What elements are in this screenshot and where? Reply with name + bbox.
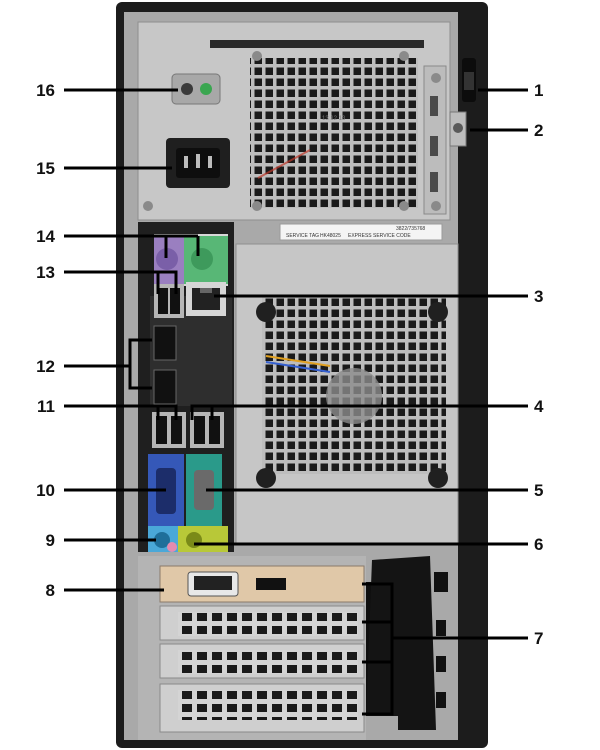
screw-icon	[399, 51, 409, 61]
expansion-slot-cover	[178, 650, 358, 674]
displayport-connector[interactable]	[256, 578, 286, 590]
callout-7: 7	[534, 629, 543, 648]
displayport-connector[interactable]	[153, 369, 177, 405]
callout-10: 10	[36, 481, 55, 500]
screw-icon	[252, 51, 262, 61]
side-rail	[423, 65, 447, 215]
service-code-value: 3822/735768	[396, 226, 425, 232]
express-service-code-caption: EXPRESS SERVICE CODE	[348, 233, 411, 239]
screw-icon	[399, 201, 409, 211]
callout-16: 16	[36, 81, 55, 100]
callout-14: 14	[36, 227, 55, 246]
expansion-slot-cover	[178, 612, 358, 636]
usb-port[interactable]	[158, 288, 168, 314]
callout-6: 6	[534, 535, 543, 554]
callout-12: 12	[36, 357, 55, 376]
usb-port[interactable]	[156, 416, 167, 444]
usb-port[interactable]	[194, 416, 205, 444]
padlock-ring[interactable]	[462, 58, 476, 102]
serial-port[interactable]	[194, 470, 214, 510]
service-tag-value: HK48025	[320, 233, 341, 239]
microphone-connector[interactable]	[167, 542, 177, 552]
service-tag-caption: SERVICE TAG	[286, 233, 319, 239]
callout-15: 15	[36, 159, 55, 178]
callout-11: 11	[37, 397, 55, 416]
screw-icon	[252, 201, 262, 211]
callout-8: 8	[46, 581, 55, 600]
diagnostic-button[interactable]	[181, 83, 193, 95]
usb-port[interactable]	[171, 416, 182, 444]
callout-13: 13	[36, 263, 55, 282]
psu-fan-grille	[250, 58, 418, 208]
dvi-port[interactable]	[194, 576, 232, 590]
ps2-keyboard-port[interactable]	[156, 248, 178, 270]
power-supply: 13 12 13	[137, 21, 451, 221]
callout-5: 5	[534, 481, 543, 500]
svg-text:13 12 13: 13 12 13	[322, 116, 346, 122]
callout-1: 1	[534, 81, 543, 100]
service-tag-label: 3822/735768 SERVICE TAG HK48025 EXPRESS …	[279, 223, 443, 241]
expansion-slot-cover	[178, 690, 358, 720]
power-connector[interactable]	[166, 138, 230, 188]
callout-leader-lines	[64, 88, 528, 716]
callout-4: 4	[534, 397, 544, 416]
security-cable-slot[interactable]	[449, 111, 467, 147]
callout-9: 9	[46, 531, 55, 550]
fan-hub	[326, 368, 382, 424]
usb-port[interactable]	[170, 288, 180, 314]
usb-port[interactable]	[209, 416, 220, 444]
callout-2: 2	[534, 121, 543, 140]
diagnostic-light	[200, 83, 212, 95]
line-in-connector[interactable]	[154, 532, 170, 548]
expansion-card-video	[159, 565, 365, 603]
ps2-mouse-port[interactable]	[191, 248, 213, 270]
callout-3: 3	[534, 287, 543, 306]
displayport-connector[interactable]	[153, 325, 177, 361]
line-out-connector[interactable]	[186, 532, 202, 548]
screw-icon	[143, 201, 153, 211]
network-port[interactable]	[192, 288, 220, 310]
